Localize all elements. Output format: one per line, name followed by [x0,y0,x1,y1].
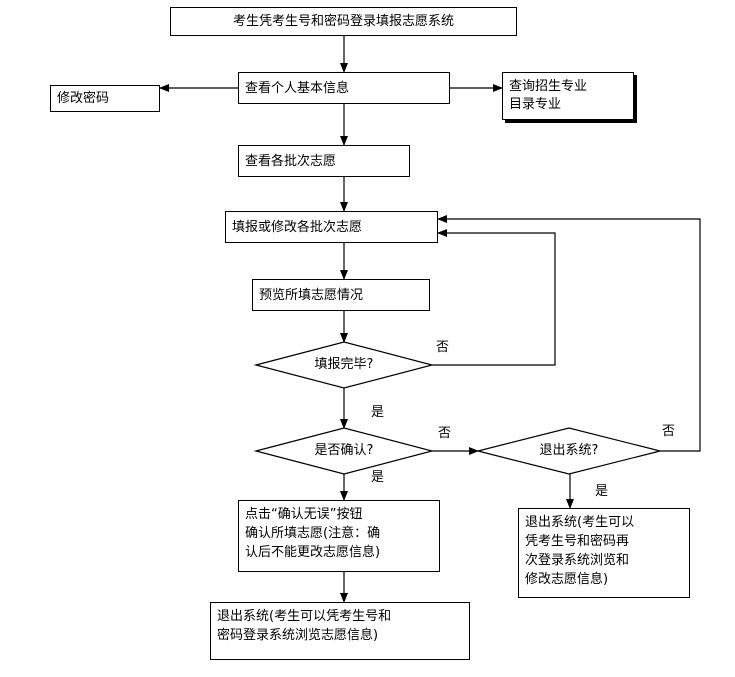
box-confirm-click: 点击“确认无误”按钮 确认所填志愿(注意：确 认后不能更改志愿信息) [238,500,440,572]
box-change-pwd-text: 修改密码 [57,91,110,106]
box-fill-modify-text: 填报或修改各批次志愿 [232,219,363,235]
box-query-major: 查询招生专业 目录专业 [502,72,634,120]
decision-filled-done-text: 填报完毕? [314,357,374,372]
box-view-info-text: 查看个人基本信息 [245,80,350,96]
label-yes-confirmed: 是 [371,470,385,485]
decision-exit-system-text: 退出系统? [539,443,599,458]
box-exit-side-text: 退出系统(考生可以 凭考生号和密码再 次登录系统浏览和 修改志愿信息) [525,515,635,587]
box-start: 考生凭考生号和密码登录填报志愿系统 [170,7,517,36]
decision-confirmed-text: 是否确认? [314,443,374,458]
label-no-filled-done: 否 [436,340,450,355]
box-exit-final-text: 退出系统(考生可以凭考生号和 密码登录系统浏览志愿信息) [217,609,392,643]
box-exit-final: 退出系统(考生可以凭考生号和 密码登录系统浏览志愿信息) [210,602,470,660]
box-view-info: 查看个人基本信息 [238,72,450,104]
box-change-pwd: 修改密码 [50,85,160,112]
box-preview: 预览所填志愿情况 [252,279,430,311]
label-yes-filled-done: 是 [371,405,385,420]
box-preview-text: 预览所填志愿情况 [259,287,364,303]
box-exit-side: 退出系统(考生可以 凭考生号和密码再 次登录系统浏览和 修改志愿信息) [518,508,690,598]
box-fill-modify: 填报或修改各批次志愿 [225,211,438,243]
label-yes-exit: 是 [595,484,609,499]
arrow-done-no-loop [432,229,556,366]
decision-exit-system [477,427,661,475]
box-view-batches: 查看各批次志愿 [238,145,410,177]
box-query-major-text: 查询招生专业 目录专业 [509,79,588,112]
box-view-batches-text: 查看各批次志愿 [245,153,337,169]
decision-confirmed [253,427,435,475]
label-no-confirmed: 否 [438,426,452,441]
decision-filled-done [253,341,435,389]
box-confirm-click-text: 点击“确认无误”按钮 确认所填志愿(注意：确 认后不能更改志愿信息) [245,507,381,560]
arrow-exit-no-loop [437,215,701,452]
box-start-text: 考生凭考生号和密码登录填报志愿系统 [232,14,454,29]
label-no-exit: 否 [662,424,676,439]
